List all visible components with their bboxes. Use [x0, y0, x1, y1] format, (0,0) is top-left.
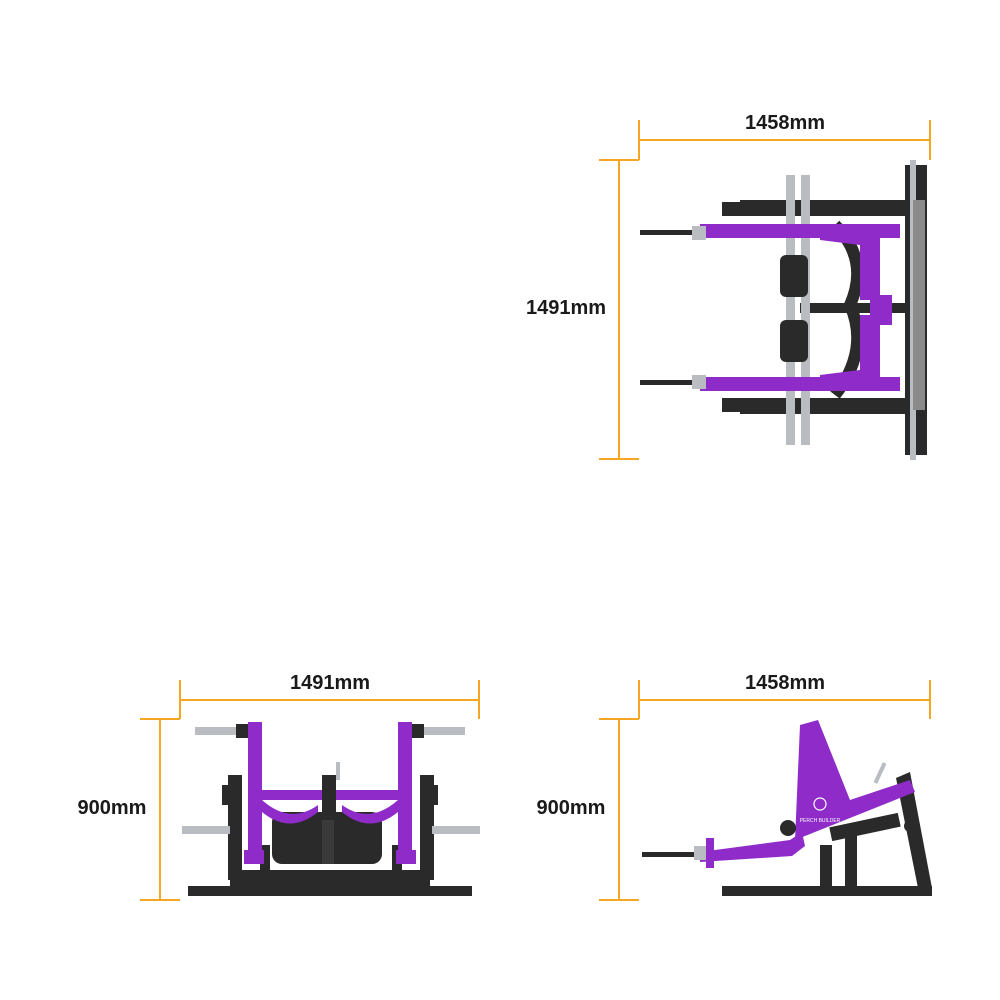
side-height-label: 900mm — [537, 797, 606, 819]
front-width-label: 1491mm — [290, 672, 370, 694]
top-sleeve-lower — [640, 380, 700, 385]
top-chrome-post-left — [786, 175, 795, 445]
front-width-dimension: 1491mm — [179, 672, 480, 719]
top-pad-lower — [780, 320, 808, 362]
side-height-dimension: 900mm — [537, 718, 639, 901]
front-base — [188, 886, 472, 896]
top-view: 1458mm 1491mm — [526, 112, 931, 460]
brand-logo-icon — [813, 797, 827, 811]
front-height-label: 900mm — [78, 797, 147, 819]
side-view: 1458mm 900mm PERCH BUILDER — [537, 672, 932, 901]
side-logo-text: PERCH BUILDER — [800, 818, 841, 824]
top-pad-upper — [780, 255, 808, 297]
front-sleeve-upper-left — [195, 727, 240, 735]
top-frame-rail-lower — [740, 398, 910, 414]
top-height-dimension: 1491mm — [526, 159, 639, 460]
side-lever-arm — [795, 720, 915, 840]
front-sleeve-lower-left — [182, 826, 230, 834]
front-view-machine — [182, 722, 480, 896]
top-view-machine — [640, 160, 927, 460]
top-width-dimension: 1458mm — [638, 112, 931, 160]
side-view-machine: PERCH BUILDER — [642, 720, 932, 896]
top-sleeve-upper — [640, 230, 700, 235]
top-width-label: 1458mm — [745, 112, 825, 134]
side-base — [722, 886, 932, 896]
side-sleeve — [642, 852, 697, 857]
top-chrome-post-right — [801, 175, 810, 445]
top-frame-rail-upper — [740, 200, 910, 216]
front-height-dimension: 900mm — [78, 718, 180, 901]
front-view: 1491mm 900mm — [78, 672, 480, 901]
side-width-dimension: 1458mm — [638, 672, 931, 719]
front-sleeve-lower-right — [432, 826, 480, 834]
front-sleeve-upper-right — [420, 727, 465, 735]
top-height-label: 1491mm — [526, 297, 606, 319]
side-width-label: 1458mm — [745, 672, 825, 694]
